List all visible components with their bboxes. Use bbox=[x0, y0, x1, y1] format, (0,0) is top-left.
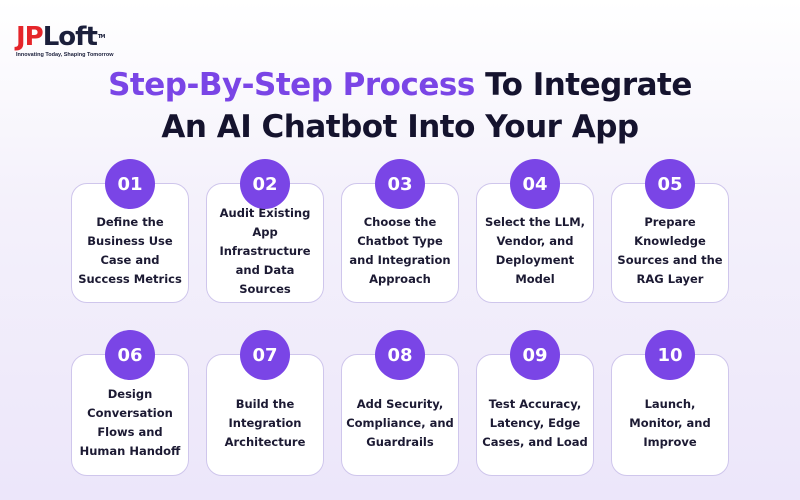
logo-tagline: Innovating Today, Shaping Tomorrow bbox=[16, 52, 114, 58]
step-number-badge-10: 10 bbox=[645, 330, 695, 380]
step-text: Prepare Knowledge Sources and the RAG La… bbox=[617, 215, 723, 286]
title-accent: Step-By-Step Process bbox=[108, 67, 475, 103]
step-text: Choose the Chatbot Type and Integration … bbox=[349, 215, 451, 286]
logo-trademark: TM bbox=[97, 34, 105, 40]
step-number-badge-07: 07 bbox=[240, 330, 290, 380]
title-line2: An AI Chatbot Into Your App bbox=[161, 109, 639, 145]
step-text: Build the Integration Architecture bbox=[224, 396, 306, 449]
step-number-badge-03: 03 bbox=[375, 159, 425, 209]
step-text: Select the LLM, Vendor, and Deployment M… bbox=[484, 215, 586, 286]
step-card-02: Audit Existing App Infrastructure and Da… bbox=[206, 183, 324, 303]
step-text: Test Accuracy, Latency, Edge Cases, and … bbox=[482, 396, 588, 449]
step-number-badge-06: 06 bbox=[105, 330, 155, 380]
step-number-badge-01: 01 bbox=[105, 159, 155, 209]
logo-loft: Loft bbox=[42, 22, 98, 52]
page-title: Step-By-Step Process To Integrate An AI … bbox=[0, 64, 800, 148]
step-number-badge-08: 08 bbox=[375, 330, 425, 380]
step-text: Audit Existing App Infrastructure and Da… bbox=[219, 205, 311, 296]
step-number-badge-02: 02 bbox=[240, 159, 290, 209]
step-text: Design Conversation Flows and Human Hand… bbox=[79, 387, 181, 458]
step-number-badge-04: 04 bbox=[510, 159, 560, 209]
step-text: Add Security, Compliance, and Guardrails bbox=[346, 396, 454, 449]
logo-jp: JP bbox=[16, 22, 44, 52]
step-number-badge-09: 09 bbox=[510, 330, 560, 380]
step-number-badge-05: 05 bbox=[645, 159, 695, 209]
step-text: Launch, Monitor, and Improve bbox=[629, 396, 711, 449]
title-rest: To Integrate bbox=[474, 67, 692, 103]
step-text: Define the Business Use Case and Success… bbox=[78, 215, 182, 286]
step-card-06: Design Conversation Flows and Human Hand… bbox=[71, 354, 189, 476]
